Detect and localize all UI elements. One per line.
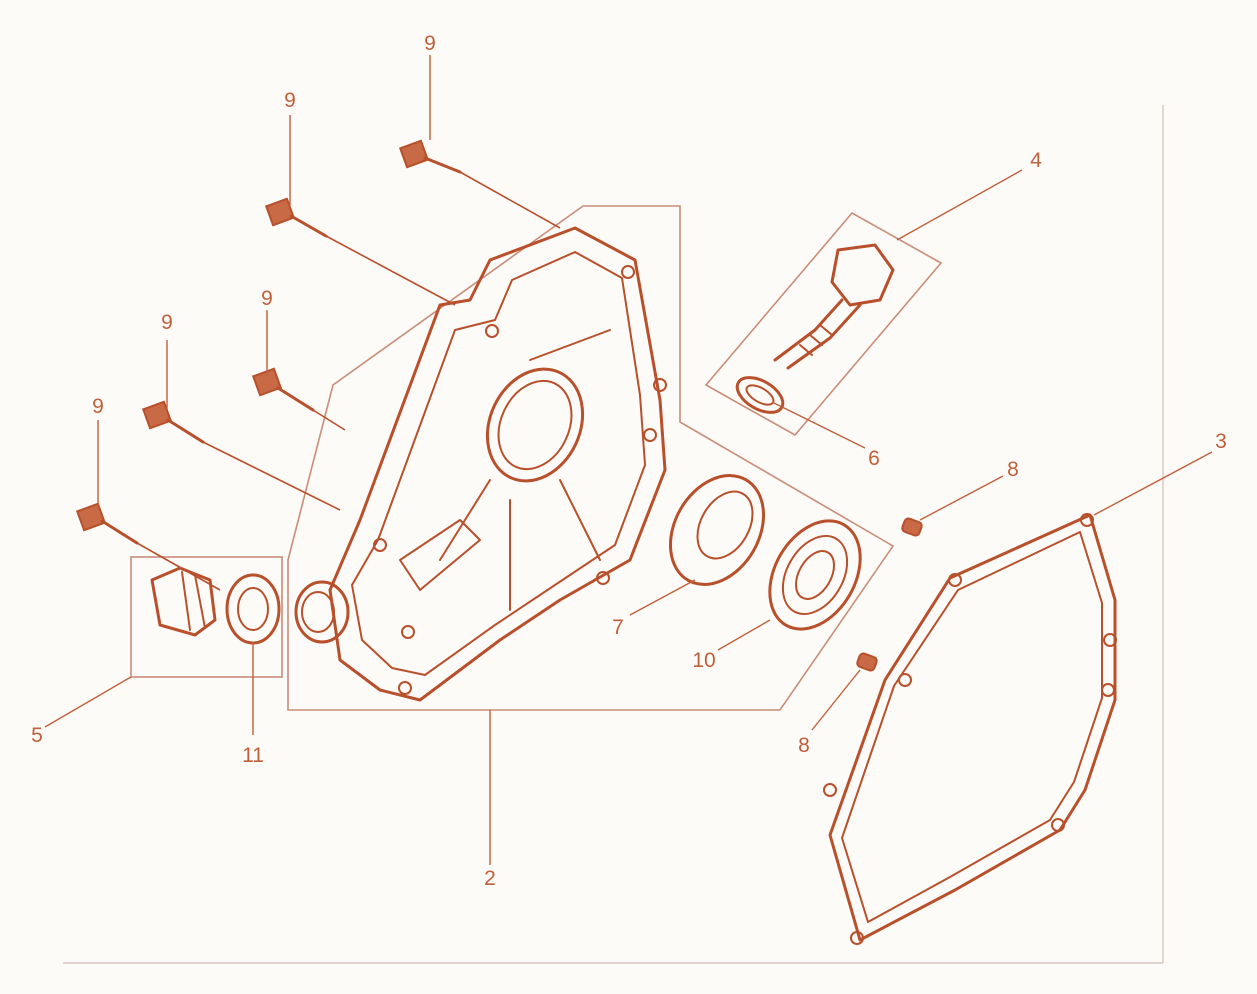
page-border	[63, 105, 1164, 964]
oil-filler-cap	[773, 243, 895, 370]
callout-3: 3	[1215, 430, 1227, 453]
callout-8-upper: 8	[1007, 458, 1019, 481]
dowel-pin-upper	[901, 517, 923, 537]
callout-11: 11	[242, 744, 264, 767]
bolt-b	[264, 197, 456, 306]
callout-7: 7	[612, 616, 624, 639]
callout-labels: 9 9 9 9 9 4 6 3 8 8 7 10 5 11 2	[31, 32, 1227, 890]
cover-gasket	[823, 513, 1117, 945]
callout-5: 5	[31, 724, 43, 747]
callout-9-middle: 9	[261, 287, 273, 310]
ball-bearing	[768, 519, 862, 631]
callout-9-left: 9	[161, 311, 173, 334]
bolt-c	[251, 367, 346, 431]
oil-seal-right	[668, 474, 766, 586]
bolt-d	[141, 400, 341, 511]
callout-4: 4	[1030, 149, 1042, 172]
bolt-a	[398, 139, 561, 229]
oil-cap-assembly-frame	[704, 211, 943, 437]
callout-6: 6	[868, 447, 880, 470]
governor-seal-group-frame	[130, 556, 283, 678]
leader-lines	[44, 55, 1213, 865]
callout-8-lower: 8	[798, 734, 810, 757]
o-ring	[735, 376, 785, 414]
callout-9-lower: 9	[92, 395, 104, 418]
callout-2: 2	[484, 867, 496, 890]
dowel-pin-lower	[856, 652, 878, 672]
callout-10: 10	[692, 649, 715, 672]
crankcase-cover-assembly-frame	[287, 205, 895, 711]
callout-9-top: 9	[424, 32, 436, 55]
crankcase-cover	[294, 226, 667, 702]
callout-9-upper: 9	[284, 89, 296, 112]
oil-seal-left	[225, 573, 281, 645]
governor-plug	[150, 566, 217, 637]
bolt-e	[75, 502, 221, 591]
flange-bolts	[75, 139, 561, 591]
